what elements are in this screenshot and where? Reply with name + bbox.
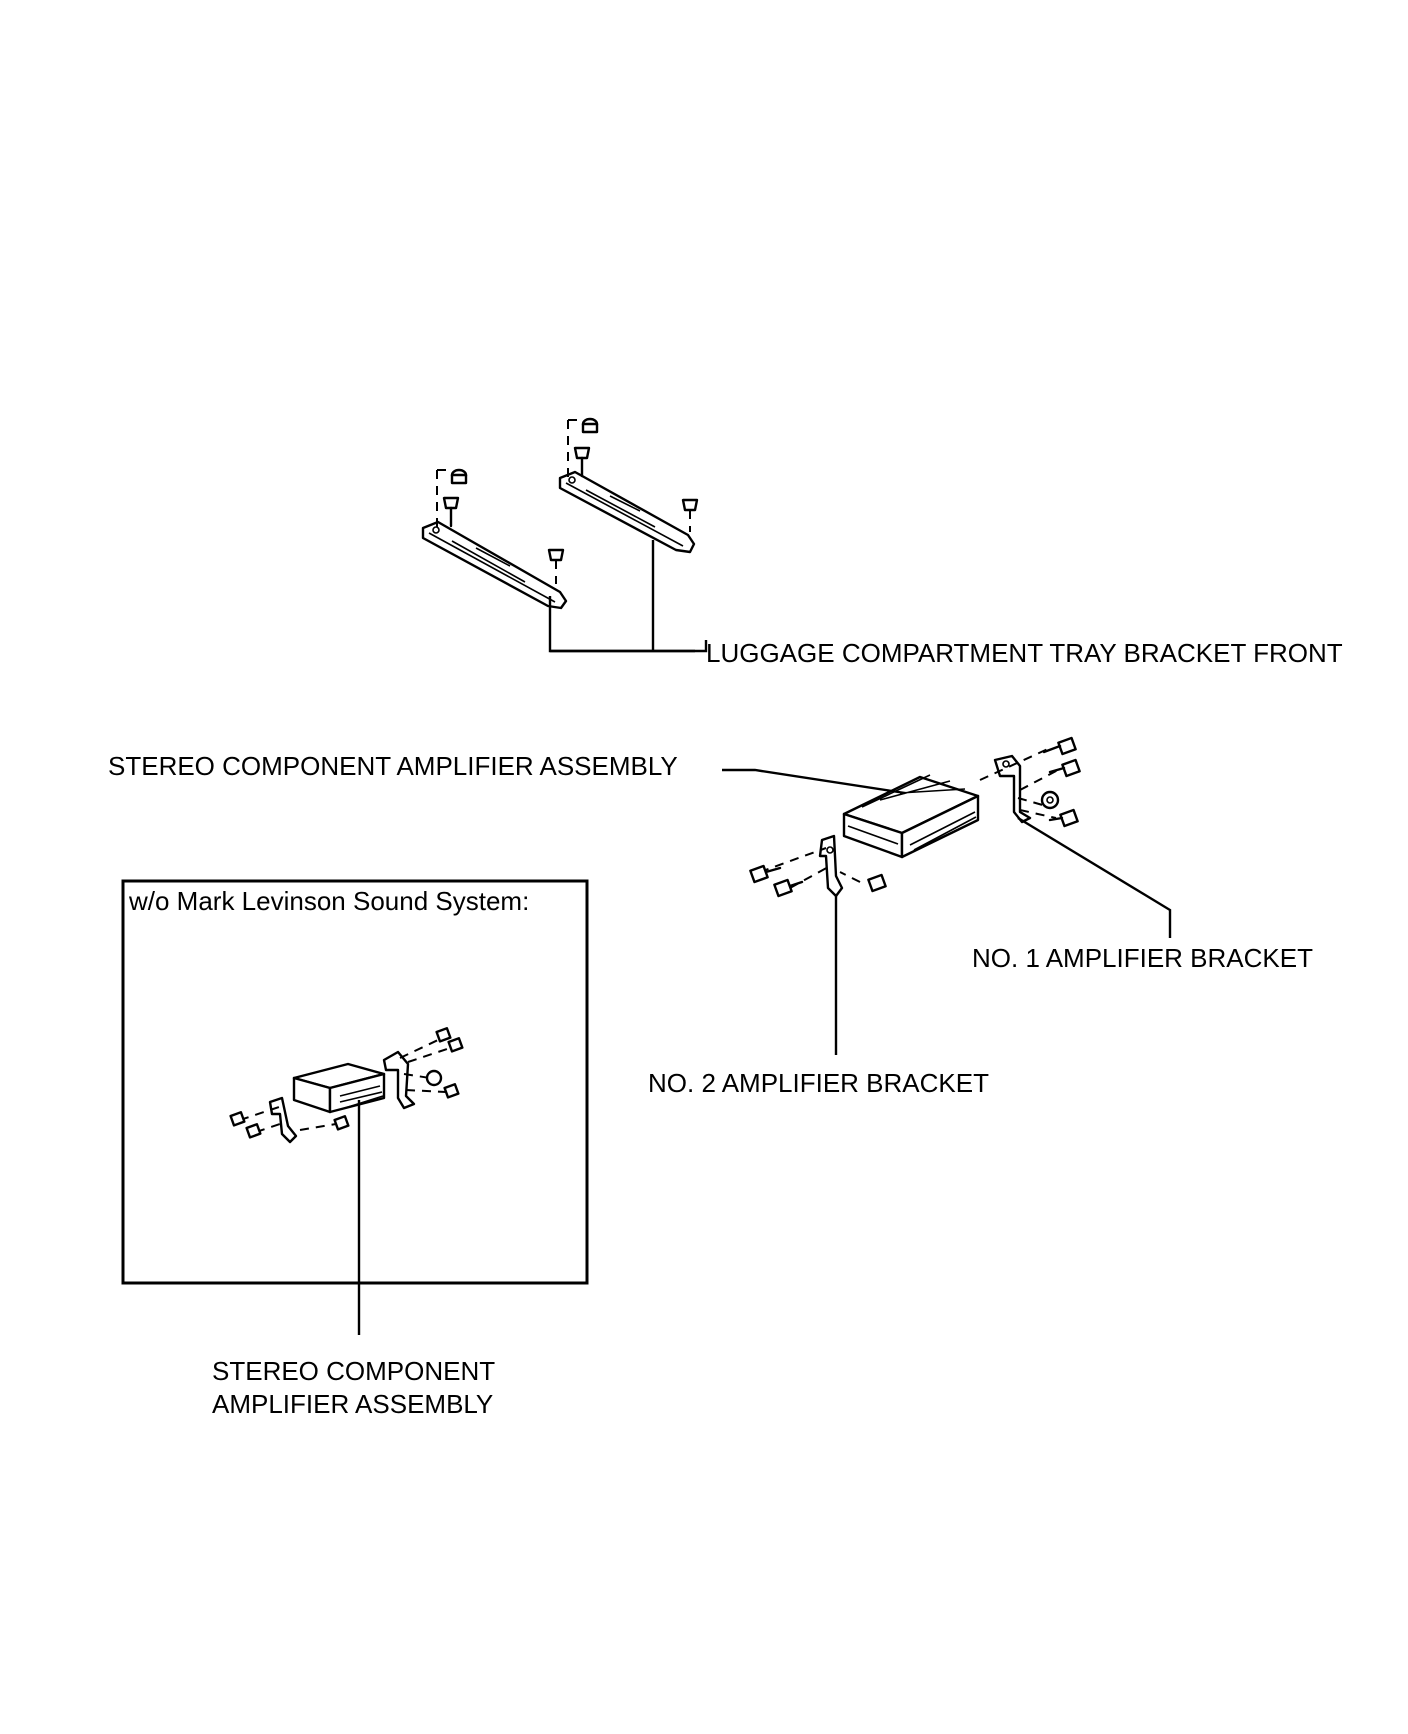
inset-box	[121, 879, 589, 1285]
tray-bracket-label: LUGGAGE COMPARTMENT TRAY BRACKET FRONT	[706, 638, 1343, 668]
bolt-icon	[229, 1111, 246, 1127]
bolt-icon	[547, 548, 565, 584]
inset-title: w/o Mark Levinson Sound System:	[129, 886, 530, 916]
nut-icon	[425, 1069, 443, 1087]
bolt-icon	[435, 1027, 452, 1043]
no1-bracket-leader	[1017, 816, 1172, 938]
amplifier-inset	[292, 1062, 386, 1114]
no2-amplifier-bracket	[818, 834, 844, 898]
amplifier-main	[842, 774, 980, 859]
nut-icon	[1040, 790, 1060, 810]
no2-bracket-label: NO. 2 AMPLIFIER BRACKET	[648, 1068, 989, 1098]
nut-icon	[581, 417, 599, 434]
bolt-icon	[749, 864, 782, 884]
inset-bracket-right	[382, 1050, 416, 1110]
bolt-icon	[442, 496, 460, 528]
bolt-icon	[1042, 736, 1077, 756]
no1-amplifier-bracket	[993, 754, 1032, 824]
amp-assembly-leader	[722, 768, 906, 795]
bolt-icon	[443, 1083, 460, 1099]
inset-fasteners	[229, 1027, 464, 1139]
tray-bracket-rear	[558, 470, 696, 554]
bolt-icon	[447, 1037, 464, 1053]
bolt-icon	[573, 446, 591, 478]
tray-bracket-front	[421, 520, 568, 610]
inset-amp-label-line2: AMPLIFIER ASSEMBLY	[212, 1389, 494, 1419]
amplifier-fasteners	[749, 736, 1081, 898]
tray-leader	[548, 540, 708, 653]
bolt-icon	[1048, 808, 1079, 828]
no1-bracket-label: NO. 1 AMPLIFIER BRACKET	[972, 943, 1313, 973]
inset-amp-label-line1: STEREO COMPONENT	[212, 1356, 496, 1386]
bolt-icon	[1048, 758, 1081, 778]
bolt-icon	[333, 1115, 350, 1131]
bolt-icon	[773, 878, 804, 898]
tray-fasteners	[436, 417, 699, 584]
bolt-icon	[681, 498, 699, 532]
inset-bracket-left	[268, 1096, 298, 1144]
amp-assembly-label: STEREO COMPONENT AMPLIFIER ASSEMBLY	[108, 751, 678, 781]
bolt-icon	[867, 873, 887, 893]
bolt-icon	[245, 1123, 262, 1139]
nut-icon	[450, 468, 468, 485]
